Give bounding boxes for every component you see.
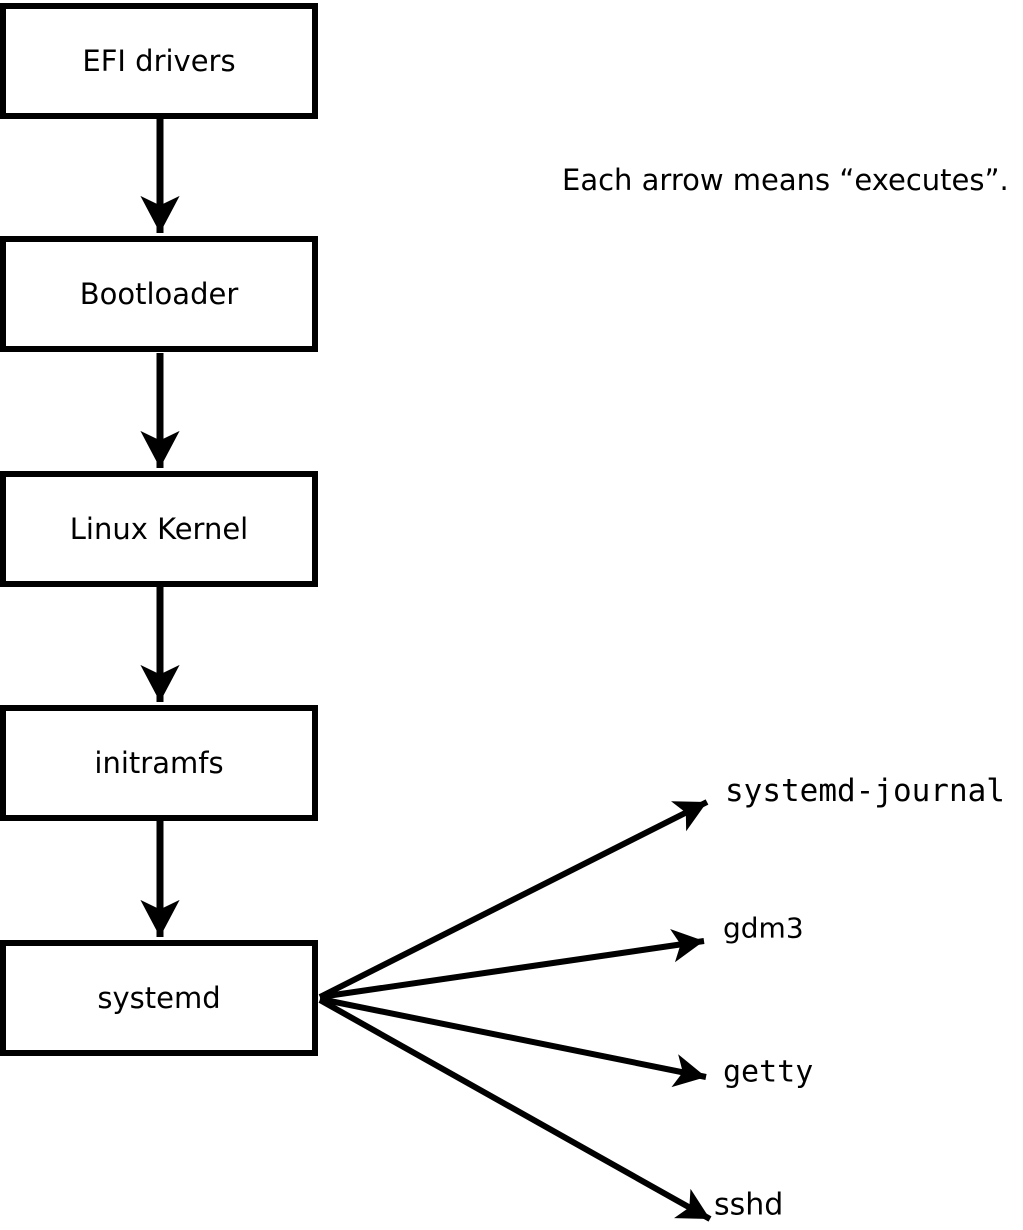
node-linux-kernel-label: Linux Kernel: [69, 511, 249, 546]
note-arrow-meaning: Each arrow means “executes”.: [562, 163, 1009, 197]
arrow-systemd-to-systemd-journal: [318, 799, 709, 1000]
node-linux-kernel: Linux Kernel: [0, 471, 318, 587]
node-efi-drivers: EFI drivers: [0, 3, 318, 119]
node-systemd: systemd: [0, 940, 318, 1056]
node-bootloader-label: Bootloader: [79, 276, 239, 311]
node-efi-drivers-label: EFI drivers: [82, 43, 236, 78]
node-systemd-label: systemd: [97, 980, 221, 1015]
node-systemd-journal-label: systemd-journal: [725, 772, 1005, 809]
node-initramfs: initramfs: [0, 705, 318, 821]
arrow-systemd-to-getty: [319, 996, 707, 1088]
node-initramfs-label: initramfs: [94, 745, 224, 780]
arrow-systemd-to-sshd: [318, 997, 712, 1222]
node-bootloader: Bootloader: [0, 236, 318, 352]
arrow-systemd-to-gdm3: [319, 928, 705, 1000]
node-gdm3-label: gdm3: [723, 911, 804, 945]
node-sshd-label: sshd: [714, 1187, 784, 1223]
node-getty-label: getty: [723, 1054, 814, 1090]
